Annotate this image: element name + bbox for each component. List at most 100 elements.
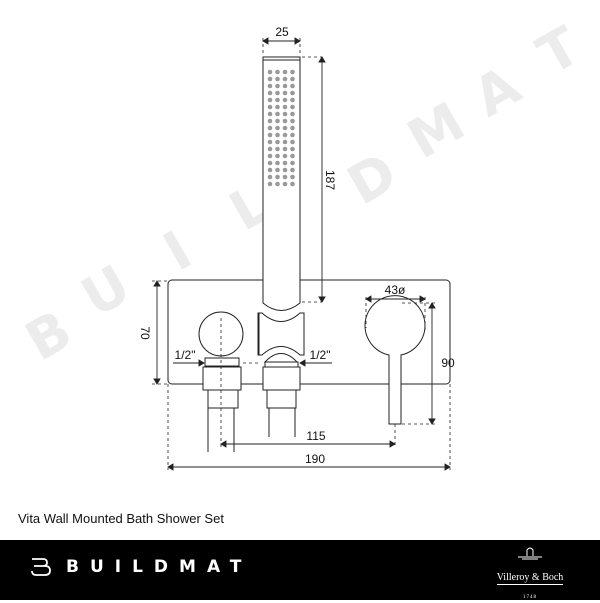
dim-mixer-height: 90: [441, 356, 455, 370]
spray-nozzle: [275, 153, 280, 159]
dim-plate-width: 190: [305, 452, 325, 466]
fountain-icon: [518, 547, 542, 560]
spray-nozzle: [290, 104, 295, 110]
watermark-letter: A: [463, 54, 531, 130]
spray-nozzle: [282, 111, 288, 117]
spray-nozzle: [282, 160, 288, 166]
spray-nozzle: [290, 125, 295, 131]
spray-nozzle: [275, 160, 280, 166]
spray-nozzle: [282, 181, 288, 187]
spray-nozzle: [290, 146, 295, 152]
spray-nozzle: [267, 146, 273, 152]
brand-name: BUILDMAT: [66, 557, 253, 577]
spray-nozzle: [282, 104, 288, 110]
spray-nozzle: [267, 118, 273, 124]
spray-nozzle: [282, 153, 288, 159]
spray-nozzle: [267, 153, 273, 159]
dim-outlet-left: 1/2": [175, 348, 196, 362]
spray-nozzle: [290, 97, 295, 103]
spray-nozzle: [282, 132, 288, 138]
spray-nozzle: [275, 111, 280, 117]
watermark-letter: M: [397, 90, 475, 171]
spray-nozzle: [282, 83, 288, 89]
spray-nozzle: [290, 139, 295, 145]
spray-nozzle: [275, 146, 280, 152]
spray-nozzle: [275, 69, 280, 75]
spray-nozzle: [275, 76, 280, 82]
dim-handset-length: 187: [323, 170, 337, 190]
spray-nozzle: [290, 83, 295, 89]
spray-nozzle: [267, 69, 273, 75]
spray-nozzle: [267, 83, 273, 89]
spray-nozzle: [267, 76, 273, 82]
spray-nozzle: [290, 132, 295, 138]
spray-nozzle: [290, 76, 295, 82]
partner-year: 1748: [523, 595, 537, 600]
spray-nozzle: [267, 97, 273, 103]
spray-nozzle: [290, 111, 295, 117]
product-title: Vita Wall Mounted Bath Shower Set: [18, 511, 224, 526]
spray-nozzle: [282, 139, 288, 145]
spray-nozzles: [267, 69, 295, 187]
spray-nozzle: [267, 90, 273, 96]
spray-nozzle: [267, 181, 273, 187]
spray-nozzle: [267, 160, 273, 166]
spray-nozzle: [290, 181, 295, 187]
spray-nozzle: [282, 146, 288, 152]
spray-nozzle: [275, 174, 280, 180]
spray-nozzle: [267, 104, 273, 110]
spray-nozzle: [275, 132, 280, 138]
spray-nozzle: [282, 76, 288, 82]
spray-nozzle: [275, 181, 280, 187]
spray-nozzle: [290, 153, 295, 159]
watermark-letter: T: [527, 14, 591, 87]
buildmat-logo-icon: [31, 558, 51, 576]
dim-handset-width: 25: [275, 25, 289, 39]
spray-nozzle: [275, 83, 280, 89]
spray-nozzle: [282, 174, 288, 180]
footer: BUILDMAT Villeroy & Boch 1748: [0, 540, 600, 600]
spray-nozzle: [282, 90, 288, 96]
spray-nozzle: [290, 174, 295, 180]
spray-nozzle: [282, 69, 288, 75]
spray-nozzle: [275, 167, 280, 173]
spray-nozzle: [267, 125, 273, 131]
spray-nozzle: [275, 104, 280, 110]
shower-holder: [257, 312, 305, 356]
watermark-letter: U: [71, 253, 140, 329]
spray-nozzle: [282, 167, 288, 173]
spray-nozzle: [290, 160, 295, 166]
spray-nozzle: [275, 139, 280, 145]
spray-nozzle: [267, 139, 273, 145]
buildmat-logo: BUILDMAT: [30, 557, 252, 577]
spray-nozzle: [282, 125, 288, 131]
spray-nozzle: [275, 118, 280, 124]
spray-nozzle: [275, 90, 280, 96]
dim-center-distance: 115: [306, 429, 325, 443]
dim-plate-height: 70: [138, 326, 152, 340]
back-plate: [167, 279, 451, 385]
dim-mixer-diameter: 43ø: [385, 283, 406, 297]
spray-nozzle: [267, 174, 273, 180]
spray-nozzle: [282, 97, 288, 103]
left-outlet-fitting: [202, 357, 242, 452]
spray-nozzle: [290, 118, 295, 124]
spray-nozzle: [290, 90, 295, 96]
spray-nozzle: [275, 125, 280, 131]
spray-nozzle: [282, 118, 288, 124]
villeroy-boch-logo: Villeroy & Boch 1748: [490, 546, 570, 603]
partner-name: Villeroy & Boch: [496, 572, 564, 585]
watermark-letter: B: [15, 298, 82, 373]
spray-nozzle: [290, 69, 295, 75]
watermark-letter: D: [337, 140, 407, 217]
spray-nozzle: [267, 167, 273, 173]
spray-nozzle: [267, 111, 273, 117]
spray-nozzle: [267, 132, 273, 138]
right-outlet-fitting: [262, 353, 301, 437]
dim-outlet-right: 1/2": [310, 348, 331, 362]
watermark-letter: I: [153, 219, 202, 284]
mixer-lever: [364, 295, 426, 425]
spray-nozzle: [275, 97, 280, 103]
spray-nozzle: [290, 167, 295, 173]
